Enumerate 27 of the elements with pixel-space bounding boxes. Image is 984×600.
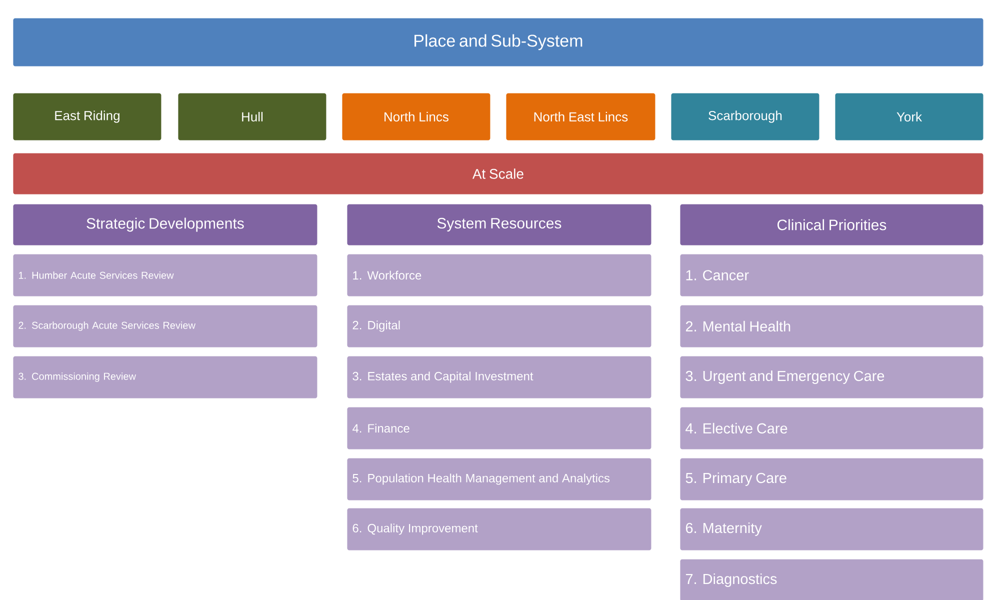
column-header: System Resources	[347, 204, 652, 246]
list-item-box: 1. Cancer	[680, 254, 984, 296]
list-item-box: 3. Urgent and Emergency Care	[680, 356, 984, 398]
list-item-box: 2. Digital	[347, 305, 652, 348]
list-item-box: 4. Elective Care	[680, 407, 984, 450]
list-item-box: 3. Commissioning Review	[13, 356, 318, 398]
place-box: North Lincs	[342, 93, 490, 140]
list-item-box: 5. Primary Care	[680, 458, 984, 500]
list-item-box: 2. Mental Health	[680, 305, 984, 348]
list-item-box: 6. Quality Improvement	[347, 508, 652, 550]
list-item-box: 5. Population Health Management and Analytics	[347, 458, 652, 500]
place-box: York	[835, 93, 984, 140]
column-header: Clinical Priorities	[680, 204, 984, 246]
list-item-box: 1. Workforce	[347, 254, 652, 296]
place-box: Hull	[178, 93, 326, 140]
list-item-box: 1. Humber Acute Services Review	[13, 254, 318, 296]
place-box: East Riding	[13, 93, 162, 140]
place-box: Scarborough	[671, 93, 820, 140]
list-item-box: 2. Scarborough Acute Services Review	[13, 305, 318, 348]
list-item-box: 4. Finance	[347, 407, 652, 450]
list-item-box: 3. Estates and Capital Investment	[347, 356, 652, 398]
title-banner: Place and Sub-System	[13, 18, 984, 66]
section-banner: At Scale	[13, 153, 984, 194]
list-item-box: 7. Diagnostics	[680, 559, 984, 600]
list-item-box: 6. Maternity	[680, 508, 984, 550]
place-box: North East Lincs	[506, 93, 656, 140]
column-header: Strategic Developments	[13, 204, 318, 246]
